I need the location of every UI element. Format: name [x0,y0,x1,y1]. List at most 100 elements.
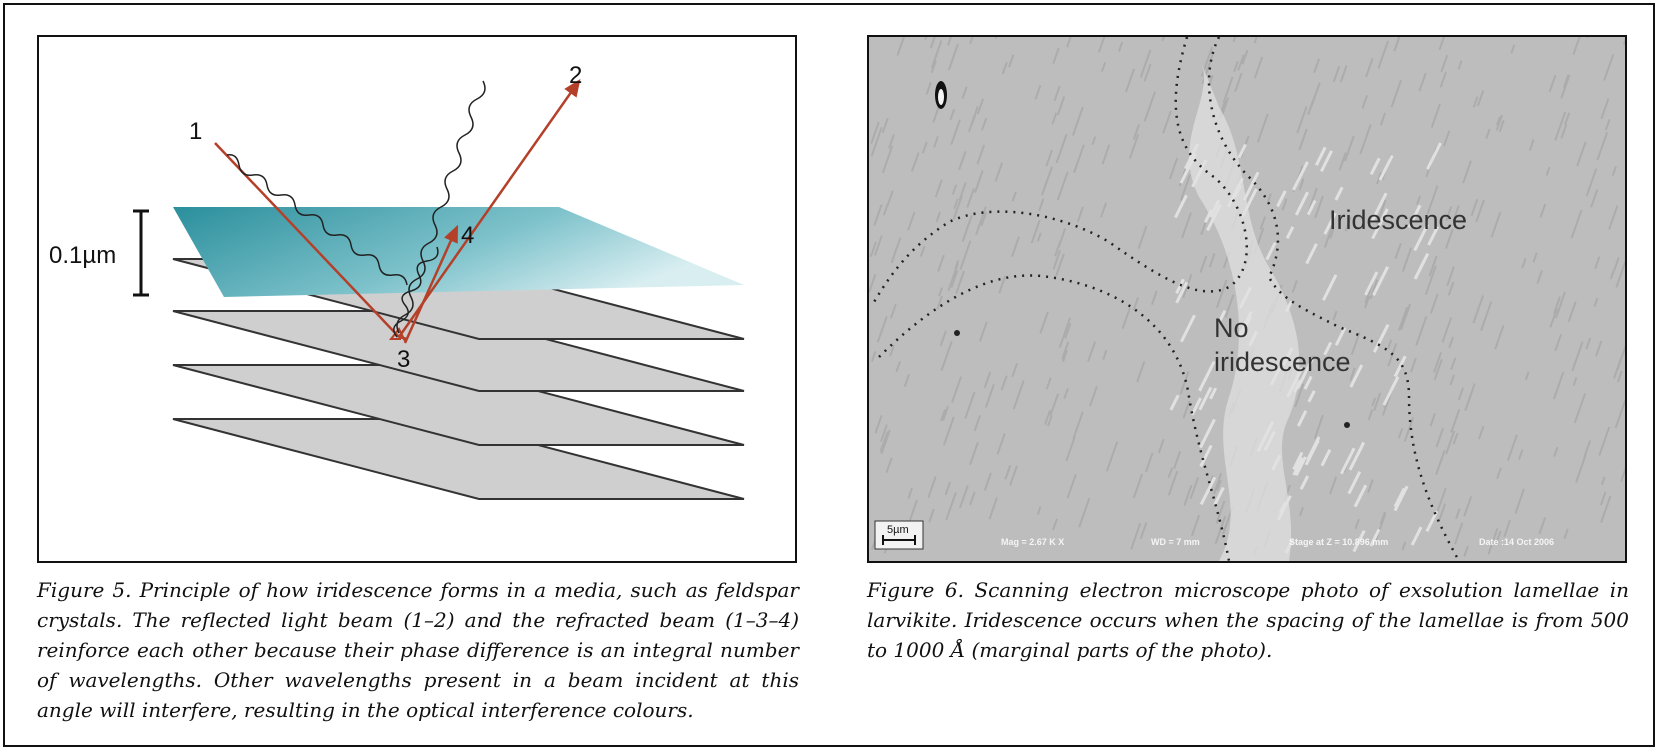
lamella-streak [1241,49,1249,65]
lamella-streak [1354,518,1360,530]
bright-lamella [1198,386,1213,411]
lamella-streak [874,415,883,434]
lamella-streak [1367,409,1374,421]
lamella-streak [1439,71,1447,88]
lamella-streak [869,241,877,257]
lamella-streak [1181,212,1192,239]
lamella-streak [1553,446,1559,457]
bright-lamella [1348,441,1366,471]
lamella-streak [1446,266,1455,287]
bright-lamella [1174,194,1188,219]
lamella-streak [1475,199,1485,223]
bright-lamella [1334,327,1347,346]
bright-lamella [1217,309,1227,323]
lamella-streak [1440,54,1449,73]
status-stage: Stage at Z = 10.896 mm [1289,537,1388,547]
lamella-streak [1585,337,1592,350]
lamella-streak [1054,241,1062,257]
lamella-streak [1089,386,1098,407]
lamella-streak [1457,60,1463,70]
lamella-streak [1553,296,1561,315]
lamella-streak [1125,68,1136,93]
lamella-streak [1445,228,1454,249]
lamella-streak [952,195,963,220]
lamella-streak [1575,454,1587,483]
lamella-streak [1594,256,1601,270]
lamella-streak [1259,216,1266,230]
lamella-streak [953,198,959,210]
bright-lamella [1378,154,1394,181]
lamella-streak [1253,56,1264,79]
lamella-streak [1549,307,1559,328]
lamella-streak [1136,360,1146,383]
lamella-streak [1445,430,1456,455]
bright-lamella [1304,439,1320,466]
lamella-streak [1463,496,1473,517]
bright-lamella [1347,471,1362,495]
lamella-streak [1208,253,1216,268]
lamella-streak [879,442,885,453]
bright-lamella [1393,485,1409,512]
lamella-streak [938,287,943,297]
lamella-streak [947,43,959,71]
lamella-streak [1377,40,1390,69]
lamella-streak [969,491,976,506]
bright-lamella [1169,394,1180,411]
lamella-streak [958,485,969,509]
lamella-streak [1045,377,1052,390]
lamella-streak [1008,54,1015,68]
bright-lamella [1320,449,1332,467]
lamella-streak [1410,357,1417,373]
figure-6-sem-photo: Iridescence No iridescence 5µm Mag = 2.6… [867,35,1627,563]
lamella-streak [1495,116,1501,126]
lamella-streak [935,211,941,223]
lamella-streak [1307,95,1316,115]
bright-lamella [1285,226,1295,239]
lamella-streak [1433,351,1443,373]
lamella-streak [930,60,937,74]
bright-lamella [1306,199,1317,216]
lamella-streak [1041,178,1049,196]
lamella-streak [1572,37,1581,55]
lamella-streak [1132,473,1144,499]
lamella-streak [1064,323,1072,339]
lamella-streak [1215,279,1228,309]
lamella-streak [1314,195,1324,219]
lamella-streak [1078,497,1091,528]
lamella-streak [1167,470,1179,496]
lamella-streak [1253,37,1258,44]
lamella-streak [947,37,952,46]
status-mag: Mag = 2.67 K X [1001,537,1064,547]
lamella-streak [1364,295,1371,309]
lamella-streak [1455,508,1461,520]
lamella-streak [944,481,952,496]
bright-lamella [1372,266,1390,297]
lamella-streak [1182,400,1191,419]
lamella-streak [1051,112,1058,125]
lamella-streak [1030,219,1041,244]
lamella-streak [1371,397,1377,407]
lamella-streak [942,416,955,446]
bright-lamella [1314,146,1327,166]
lamella-streak [1622,38,1625,45]
lamella-streak [1212,472,1223,495]
lamella-streak [1332,65,1341,83]
bright-lamella [1334,186,1344,201]
lamella-streak [1590,189,1599,208]
lamella-streak [1344,135,1355,162]
lamella-streak [1000,375,1008,391]
lamella-streak [1011,236,1020,258]
beam-label-4: 4 [461,222,474,249]
lamella-streak [1291,280,1298,293]
lamella-streak [1532,252,1538,263]
lamella-streak [1616,370,1623,383]
lamella-streak [1143,91,1156,122]
lamella-streak [1429,413,1436,427]
lamella-streak [1073,144,1085,174]
lamella-streak [1139,49,1152,78]
lamella-streak [886,190,894,207]
lamella-streak [1600,495,1612,524]
lamella-streak [981,117,988,131]
lamella-streak [1224,294,1235,318]
lamella-streak [1450,357,1457,371]
